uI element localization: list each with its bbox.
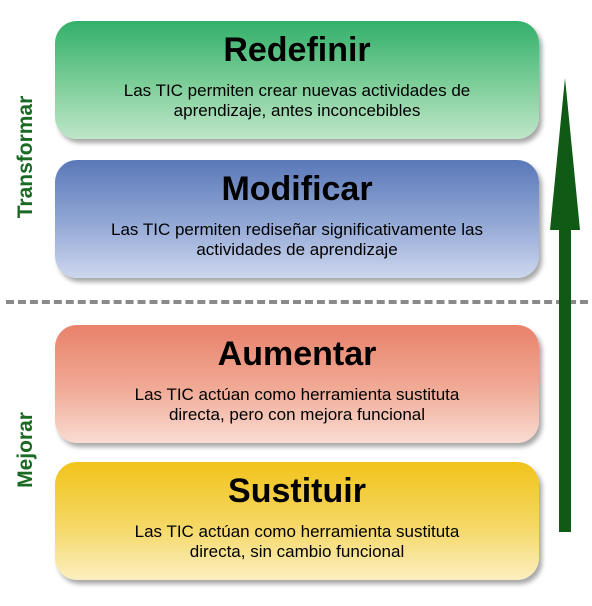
level-description-sustituir: Las TIC actúan como herramienta sustitut… [134, 522, 460, 561]
side-label-transformar: Transformar [14, 95, 37, 219]
level-title-modificar: Modificar [221, 170, 373, 208]
level-card-sustituir: Sustituir Las TIC actúan como herramient… [55, 462, 539, 580]
level-description-aumentar: Las TIC actúan como herramienta sustitut… [134, 385, 460, 424]
level-title-sustituir: Sustituir [228, 472, 366, 510]
level-title-redefinir: Redefinir [223, 31, 371, 69]
level-card-aumentar: Aumentar Las TIC actúan como herramienta… [55, 325, 539, 443]
side-label-mejorar: Mejorar [14, 412, 37, 488]
level-title-aumentar: Aumentar [217, 335, 377, 373]
level-card-modificar: Modificar Las TIC permiten rediseñar sig… [55, 160, 539, 278]
level-description-redefinir: Las TIC permiten crear nuevas actividade… [123, 81, 471, 120]
arrow-up-shape [550, 78, 580, 532]
level-description-modificar: Las TIC permiten rediseñar significativa… [111, 220, 483, 259]
arrow-up-icon [550, 78, 580, 532]
level-divider [6, 300, 588, 304]
level-card-redefinir: Redefinir Las TIC permiten crear nuevas … [55, 21, 539, 139]
